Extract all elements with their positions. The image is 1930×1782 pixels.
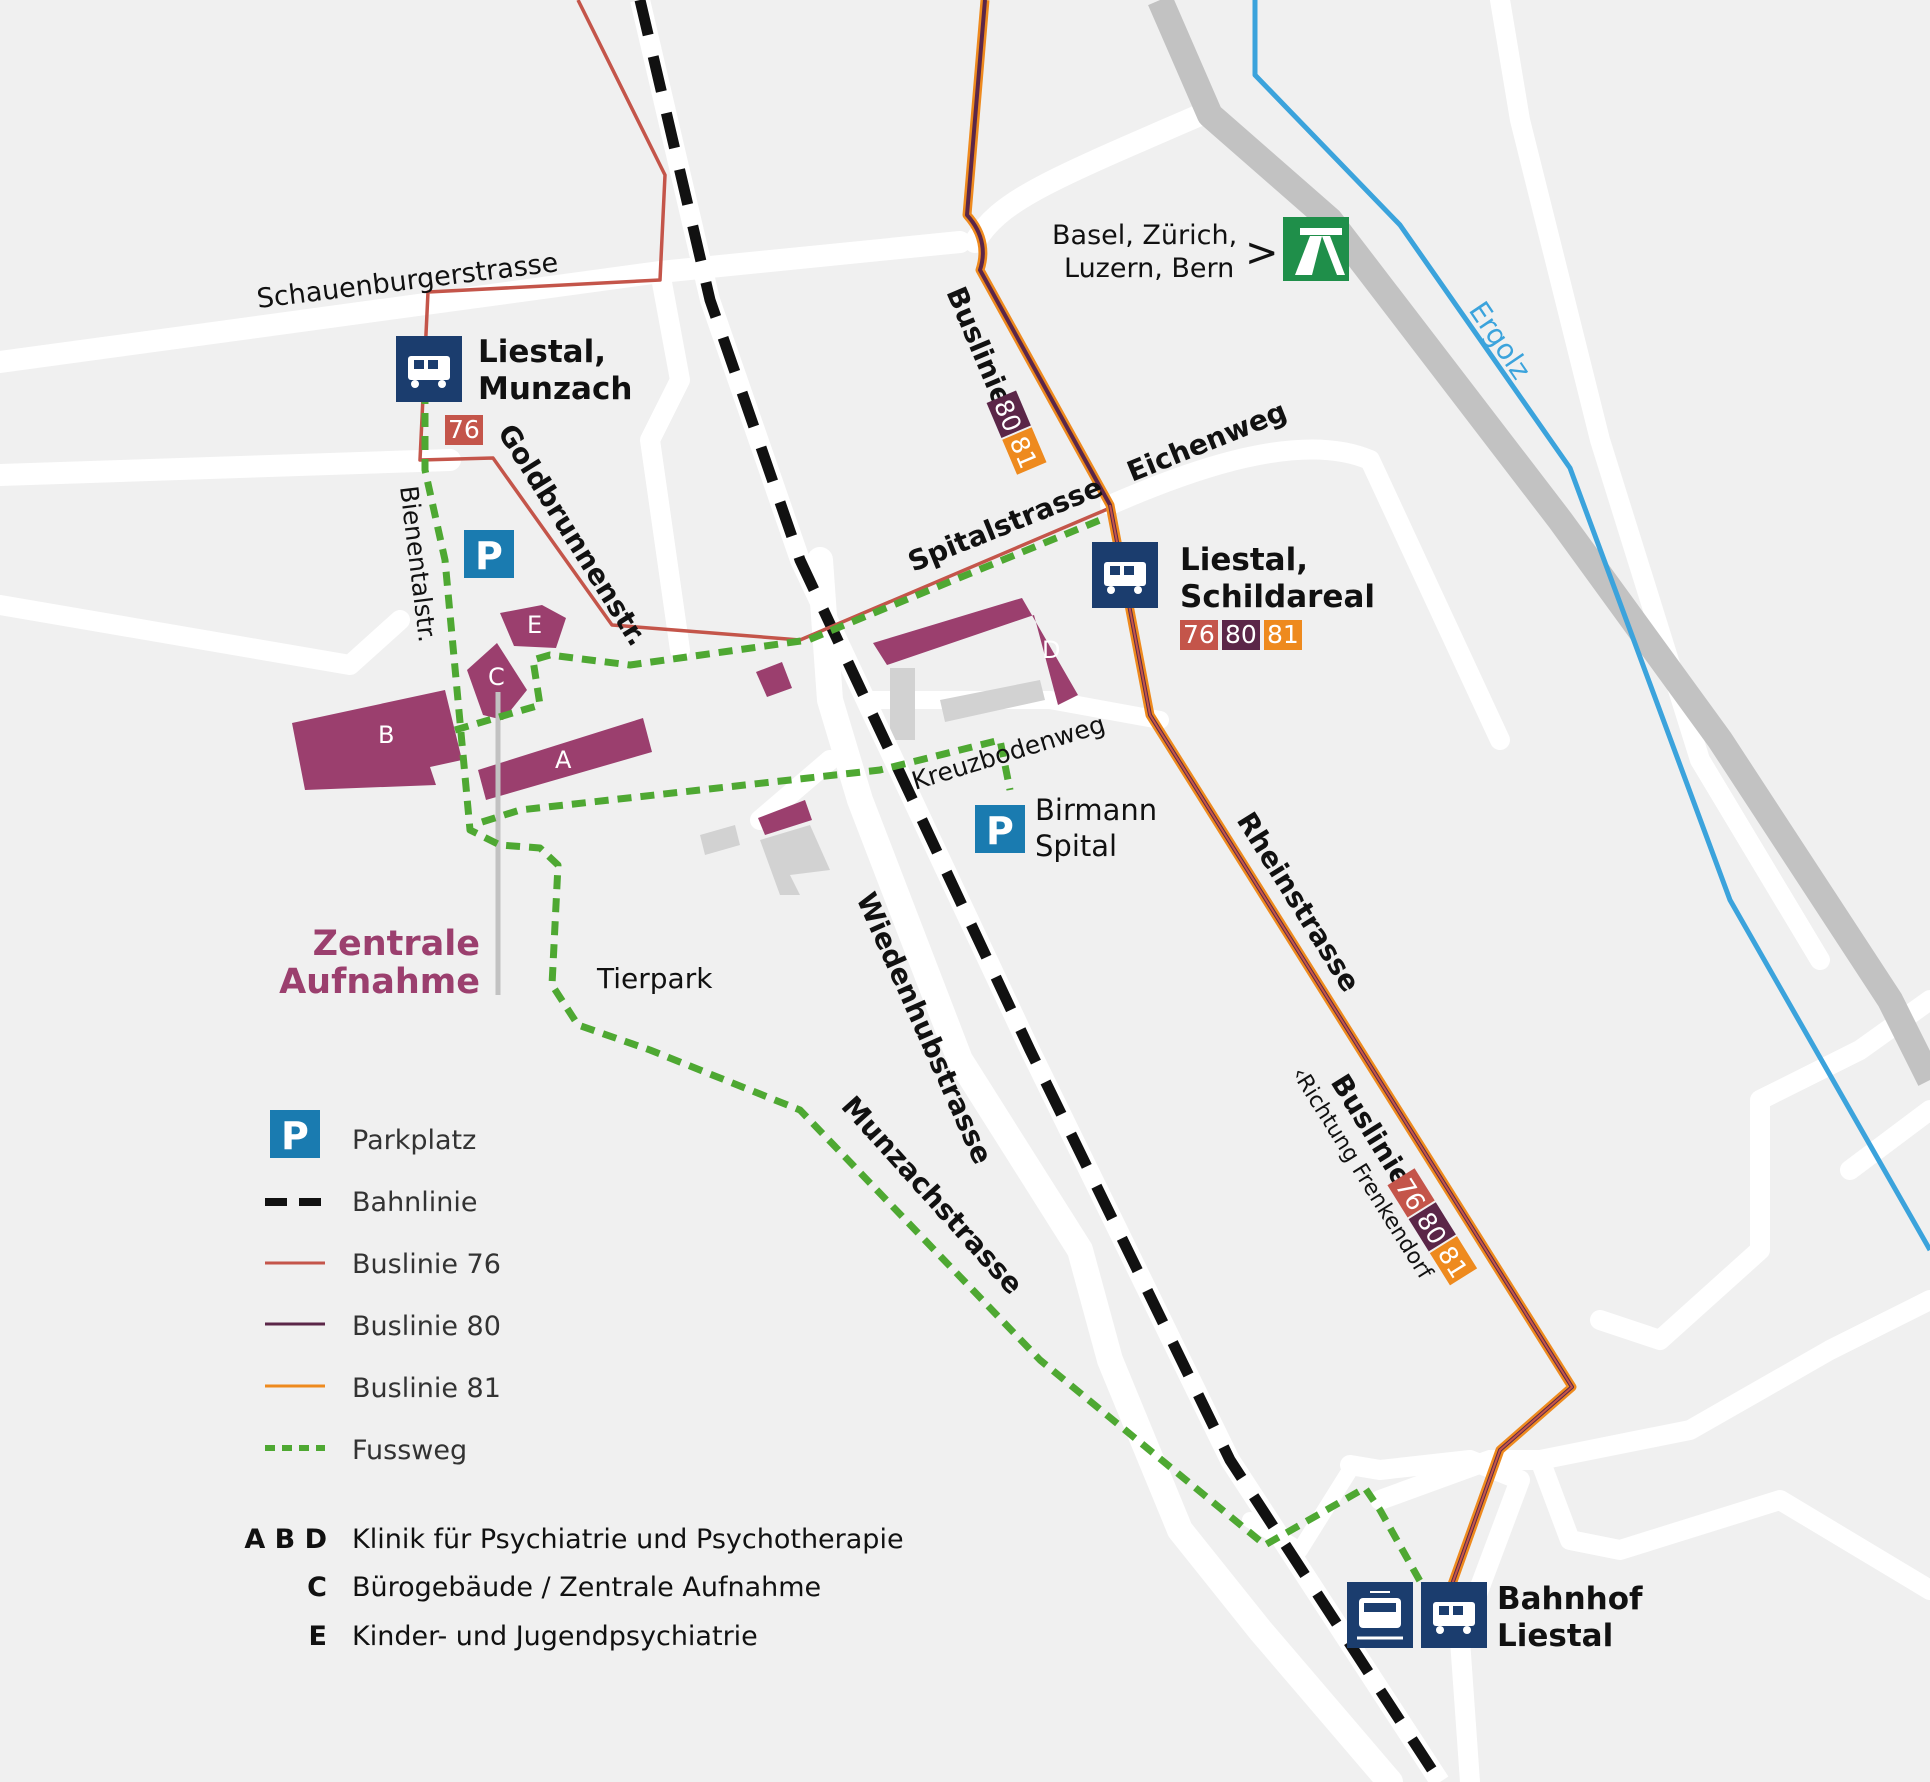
legend-building-label: Kinder- und Jugendpsychiatrie xyxy=(352,1621,758,1652)
stop-schildareal-line1: Liestal, xyxy=(1180,542,1308,578)
building-small-1 xyxy=(756,662,792,697)
parking-birmann-spital[interactable]: P Birmann Spital xyxy=(975,793,1157,863)
legend-item-rail: Bahnlinie xyxy=(265,1187,478,1218)
bus-icon xyxy=(1104,562,1146,594)
stop-bahnhof-line1: Bahnhof xyxy=(1497,1581,1643,1617)
legend-building-code: C xyxy=(307,1572,327,1603)
stop-schildareal-line2: Schildareal xyxy=(1180,579,1375,615)
building-d-label: D xyxy=(1042,636,1060,664)
legend-item-bus76: Buslinie 76 xyxy=(265,1249,501,1280)
svg-text:76: 76 xyxy=(1183,620,1215,649)
parking-icon: P xyxy=(281,1114,309,1158)
legend-item-parking: P Parkplatz xyxy=(270,1110,476,1158)
building-small-2 xyxy=(758,800,812,835)
building-a-label: A xyxy=(555,746,572,774)
building-c xyxy=(467,643,527,720)
tierpark-label: Tierpark xyxy=(596,962,713,995)
river-ergolz xyxy=(1252,0,1930,1252)
stop-munzach-line-76: 76 xyxy=(448,415,480,444)
legend: P Parkplatz Bahnlinie Buslinie 76 Buslin… xyxy=(244,1110,904,1652)
bus-icon xyxy=(1433,1602,1475,1634)
building-a xyxy=(478,718,652,800)
parking-birmann-line1: Birmann xyxy=(1035,793,1157,827)
other-buildings xyxy=(700,668,1045,895)
building-e xyxy=(500,605,566,648)
highway-destinations-1: Basel, Zürich, xyxy=(1052,220,1237,251)
motorway-icon xyxy=(1283,217,1349,281)
stop-liestal-munzach[interactable]: Liestal, Munzach 76 xyxy=(396,334,632,445)
highway-direction: Basel, Zürich, Luzern, Bern > xyxy=(1052,217,1349,284)
svg-text:81: 81 xyxy=(1267,620,1299,649)
parking-birmann-line2: Spital xyxy=(1035,829,1117,863)
arrow-right-icon: > xyxy=(1245,230,1279,276)
building-e-label: E xyxy=(527,611,542,639)
stop-munzach-line2: Munzach xyxy=(478,371,632,407)
parking-icon: P xyxy=(986,809,1014,853)
building-b xyxy=(292,690,462,790)
parking-clinic[interactable]: P xyxy=(464,530,514,578)
highway-destinations-2: Luzern, Bern xyxy=(1064,253,1234,284)
railway xyxy=(630,0,1449,1782)
legend-item-bus80: Buslinie 80 xyxy=(265,1311,501,1342)
highway xyxy=(1148,0,1930,1086)
legend-item-foot: Fussweg xyxy=(265,1435,467,1466)
svg-text:Buslinie 76: Buslinie 76 xyxy=(352,1249,501,1280)
svg-text:80: 80 xyxy=(1225,620,1257,649)
bus-icon xyxy=(408,356,450,388)
stop-bahnhof-line2: Liestal xyxy=(1497,1618,1613,1654)
footpaths xyxy=(421,390,1429,1592)
svg-text:Buslinie 81: Buslinie 81 xyxy=(352,1373,501,1404)
legend-item-bus81: Buslinie 81 xyxy=(265,1373,501,1404)
legend-buildings: A B D Klinik für Psychiatrie und Psychot… xyxy=(244,1524,903,1652)
building-b-label: B xyxy=(378,721,394,749)
svg-text:Bahnlinie: Bahnlinie xyxy=(352,1187,478,1218)
svg-text:Fussweg: Fussweg xyxy=(352,1435,467,1466)
svg-text:Buslinie 80: Buslinie 80 xyxy=(352,1311,501,1342)
svg-text:Zentrale: Zentrale xyxy=(313,924,480,964)
parking-icon: P xyxy=(475,534,503,578)
legend-building-code: A B D xyxy=(244,1524,327,1555)
stop-bahnhof-liestal[interactable]: Bahnhof Liestal xyxy=(1347,1581,1643,1654)
building-c-label: C xyxy=(488,663,505,691)
legend-building-label: Bürogebäude / Zentrale Aufnahme xyxy=(352,1572,821,1603)
building-d xyxy=(873,598,1078,705)
bus-east-routes xyxy=(962,0,1577,1592)
clinic-buildings xyxy=(292,598,1078,835)
svg-text:Parkplatz: Parkplatz xyxy=(352,1125,476,1156)
bus76-route-west xyxy=(418,0,1111,642)
train-icon xyxy=(1357,1591,1403,1640)
legend-building-code: E xyxy=(309,1621,327,1652)
stop-munzach-line1: Liestal, xyxy=(478,334,606,370)
zentrale-aufnahme-label: Zentrale Aufnahme xyxy=(279,924,480,1002)
stop-liestal-schildareal[interactable]: Liestal, Schildareal 76 80 81 xyxy=(1092,542,1375,650)
svg-text:Aufnahme: Aufnahme xyxy=(279,962,480,1002)
legend-building-label: Klinik für Psychiatrie und Psychotherapi… xyxy=(352,1524,904,1555)
